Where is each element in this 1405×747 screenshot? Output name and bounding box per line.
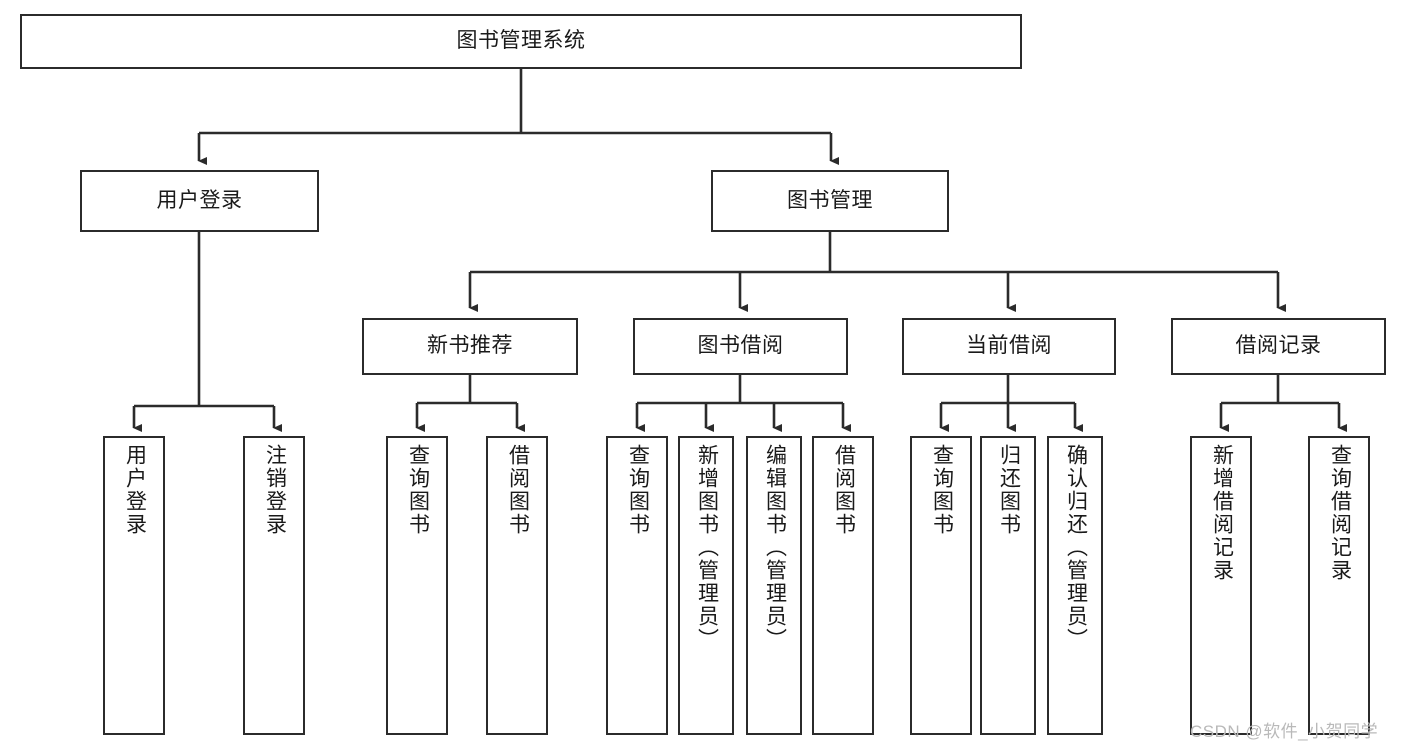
node-label-leaf-add-book: 新增图书（管理员） bbox=[695, 444, 719, 651]
node-label-leaf-edit-book: 编辑图书（管理员） bbox=[763, 444, 787, 651]
node-label-leaf-borrow-book-2: 借阅图书 bbox=[832, 444, 856, 536]
csdn-watermark: CSDN @软件_小贺同学 bbox=[1190, 722, 1379, 741]
node-leaf-query-book-2[interactable]: 查询图书 bbox=[606, 436, 668, 735]
node-label-user-login: 用户登录 bbox=[156, 188, 243, 212]
node-label-leaf-query-record: 查询借阅记录 bbox=[1328, 444, 1352, 582]
node-leaf-borrow-book-2[interactable]: 借阅图书 bbox=[812, 436, 874, 735]
node-root-system[interactable]: 图书管理系统 bbox=[20, 14, 1022, 69]
node-user-login[interactable]: 用户登录 bbox=[80, 170, 319, 232]
node-leaf-edit-book[interactable]: 编辑图书（管理员） bbox=[746, 436, 802, 735]
node-label-leaf-query-book-2: 查询图书 bbox=[626, 444, 650, 536]
node-leaf-return-book[interactable]: 归还图书 bbox=[980, 436, 1036, 735]
node-leaf-user-logout[interactable]: 注销登录 bbox=[243, 436, 305, 735]
node-leaf-user-login[interactable]: 用户登录 bbox=[103, 436, 165, 735]
node-leaf-add-book[interactable]: 新增图书（管理员） bbox=[678, 436, 734, 735]
node-current-borrow[interactable]: 当前借阅 bbox=[902, 318, 1116, 375]
node-leaf-confirm-return[interactable]: 确认归还（管理员） bbox=[1047, 436, 1103, 735]
node-label-borrow-record: 借阅记录 bbox=[1235, 334, 1322, 358]
node-label-root: 图书管理系统 bbox=[456, 29, 586, 53]
node-leaf-query-book-3[interactable]: 查询图书 bbox=[910, 436, 972, 735]
node-label-current-borrow: 当前借阅 bbox=[966, 334, 1052, 358]
node-leaf-query-book-1[interactable]: 查询图书 bbox=[386, 436, 448, 735]
node-label-leaf-confirm-return: 确认归还（管理员） bbox=[1064, 444, 1088, 651]
node-new-book-recommend[interactable]: 新书推荐 bbox=[362, 318, 578, 375]
node-label-leaf-user-login: 用户登录 bbox=[123, 444, 147, 536]
node-book-borrow[interactable]: 图书借阅 bbox=[633, 318, 848, 375]
node-leaf-query-record[interactable]: 查询借阅记录 bbox=[1308, 436, 1370, 735]
node-label-book-borrow: 图书借阅 bbox=[697, 334, 784, 358]
node-label-leaf-query-book-3: 查询图书 bbox=[930, 444, 954, 536]
node-label-leaf-query-book-1: 查询图书 bbox=[406, 444, 430, 536]
node-book-management[interactable]: 图书管理 bbox=[711, 170, 949, 232]
node-label-book-management: 图书管理 bbox=[787, 188, 873, 212]
node-label-leaf-borrow-book-1: 借阅图书 bbox=[506, 444, 530, 536]
node-leaf-add-record[interactable]: 新增借阅记录 bbox=[1190, 436, 1252, 735]
node-label-leaf-user-logout: 注销登录 bbox=[263, 444, 287, 536]
node-leaf-borrow-book-1[interactable]: 借阅图书 bbox=[486, 436, 548, 735]
node-label-new-book-recommend: 新书推荐 bbox=[427, 334, 513, 358]
node-borrow-record[interactable]: 借阅记录 bbox=[1171, 318, 1386, 375]
node-label-leaf-return-book: 归还图书 bbox=[997, 444, 1021, 536]
node-label-leaf-add-record: 新增借阅记录 bbox=[1210, 444, 1234, 582]
